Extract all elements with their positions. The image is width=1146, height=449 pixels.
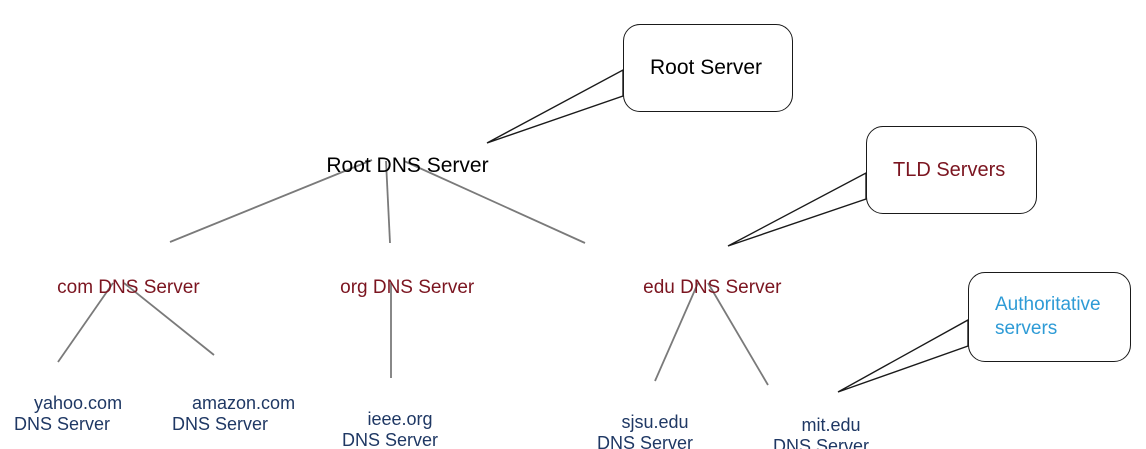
- callout-tail-root-server: [486, 68, 624, 144]
- callout-tail-tld-servers: [727, 171, 867, 247]
- node-org-dns-server: org DNS Server: [319, 255, 474, 322]
- callout-authoritative-servers: Authoritative servers: [968, 272, 1131, 362]
- node-yahoo-com-dns-server-label: yahoo.com DNS Server: [14, 393, 123, 435]
- node-yahoo-com-dns-server: yahoo.com DNS Server: [14, 372, 122, 449]
- node-org-dns-server-label: org DNS Server: [340, 277, 475, 299]
- node-ieee-org-dns-server-label: ieee.org DNS Server: [342, 409, 439, 449]
- node-sjsu-edu-dns-server: sjsu.edu DNS Server: [597, 391, 693, 449]
- node-mit-edu-dns-server-label: mit.edu DNS Server: [773, 415, 870, 449]
- node-ieee-org-dns-server: ieee.org DNS Server: [342, 388, 438, 449]
- callout-root-server: Root Server: [623, 24, 793, 112]
- callout-tld-servers: TLD Servers: [866, 126, 1037, 214]
- node-mit-edu-dns-server: mit.edu DNS Server: [773, 394, 869, 449]
- node-com-dns-server-label: com DNS Server: [57, 277, 200, 299]
- node-edu-dns-server: edu DNS Server: [622, 255, 781, 322]
- node-amazon-com-dns-server-label: amazon.com DNS Server: [172, 393, 296, 435]
- node-edu-dns-server-label: edu DNS Server: [643, 277, 782, 299]
- node-root-dns-server-label: Root DNS Server: [326, 153, 489, 177]
- node-sjsu-edu-dns-server-label: sjsu.edu DNS Server: [597, 412, 694, 449]
- node-root-dns-server: Root DNS Server: [303, 129, 489, 203]
- callout-tail-authoritative-servers: [837, 318, 969, 393]
- callout-root-server-label: Root Server: [650, 55, 763, 79]
- node-com-dns-server: com DNS Server: [36, 255, 200, 322]
- callout-authoritative-servers-label: Authoritative servers: [995, 294, 1101, 339]
- node-amazon-com-dns-server: amazon.com DNS Server: [172, 372, 295, 449]
- callout-tld-servers-label: TLD Servers: [893, 158, 1006, 181]
